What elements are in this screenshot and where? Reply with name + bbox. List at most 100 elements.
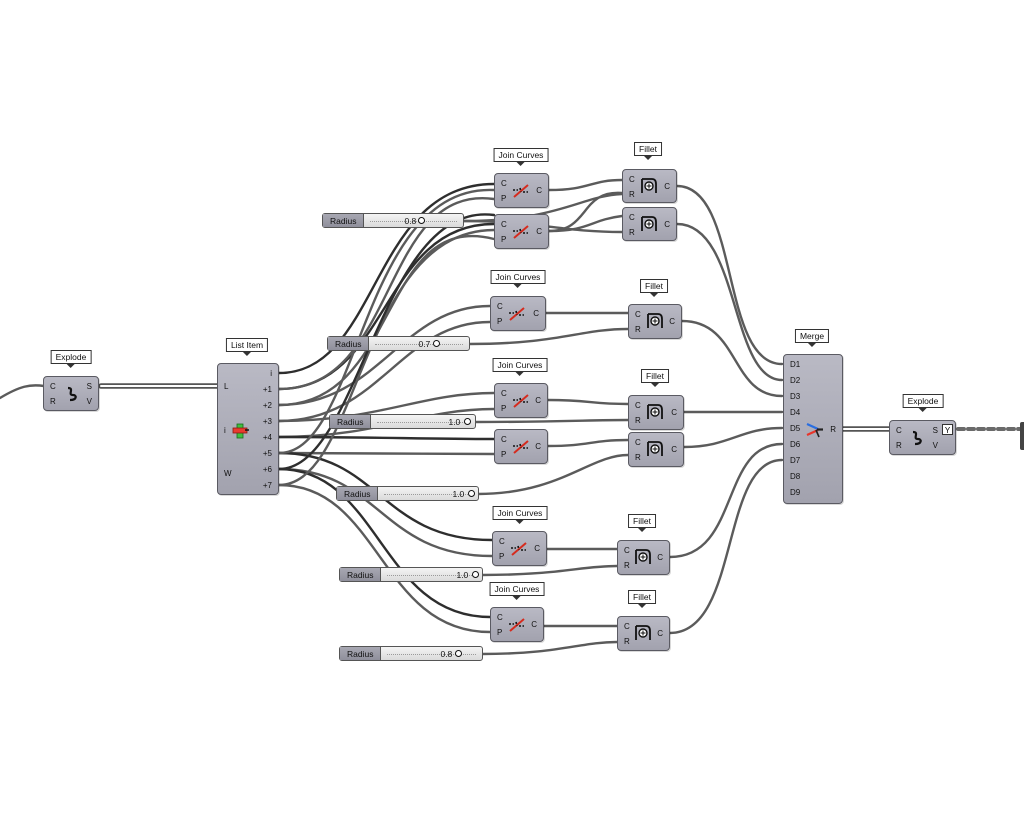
port-plus5-output[interactable]: +5 bbox=[262, 449, 272, 458]
port-d9-input[interactable]: D9 bbox=[790, 488, 801, 497]
radius-slider-2[interactable]: Radius 0.7 bbox=[327, 336, 470, 351]
port-curve-output[interactable]: C bbox=[671, 445, 677, 454]
slider-track[interactable]: 1.0 bbox=[381, 568, 482, 581]
slider-track[interactable]: 0.8 bbox=[364, 214, 463, 227]
port-plus2-output[interactable]: +2 bbox=[262, 401, 272, 410]
port-curves-output[interactable]: C bbox=[533, 309, 539, 318]
join-curves-component-4[interactable]: C P C bbox=[494, 383, 548, 418]
join-curves-component-7[interactable]: C P C bbox=[490, 607, 544, 642]
port-preserve-input[interactable]: P bbox=[501, 404, 507, 413]
port-preserve-input[interactable]: P bbox=[497, 628, 503, 637]
port-curve-input[interactable]: C bbox=[896, 426, 902, 435]
flatten-toggle[interactable]: Y bbox=[942, 424, 953, 435]
explode-right-component[interactable]: C R S V Y bbox=[889, 420, 956, 455]
slider-track[interactable]: 0.8 bbox=[381, 647, 482, 660]
port-curve-output[interactable]: C bbox=[657, 553, 663, 562]
port-d1-input[interactable]: D1 bbox=[790, 360, 801, 369]
radius-slider-3[interactable]: Radius 1.0 bbox=[329, 414, 476, 429]
slider-track[interactable]: 0.7 bbox=[369, 337, 469, 350]
port-curves-output[interactable]: C bbox=[534, 544, 540, 553]
port-preserve-input[interactable]: P bbox=[501, 235, 507, 244]
port-curves-input[interactable]: C bbox=[497, 613, 503, 622]
port-plus3-output[interactable]: +3 bbox=[262, 417, 272, 426]
port-segments-output[interactable]: S bbox=[932, 426, 938, 435]
port-vertices-output[interactable]: V bbox=[86, 397, 92, 406]
slider-knob[interactable] bbox=[468, 490, 476, 497]
port-curve-output[interactable]: C bbox=[671, 408, 677, 417]
port-curves-input[interactable]: C bbox=[501, 389, 507, 398]
port-preserve-input[interactable]: P bbox=[501, 194, 507, 203]
port-curve-output[interactable]: C bbox=[664, 220, 670, 229]
port-radius-input[interactable]: R bbox=[635, 453, 641, 462]
fillet-component-1[interactable]: C R C bbox=[622, 169, 677, 203]
port-preserve-input[interactable]: P bbox=[499, 552, 505, 561]
join-curves-component-2[interactable]: C P C bbox=[494, 214, 549, 249]
fillet-component-2[interactable]: C R C bbox=[622, 207, 677, 241]
port-curves-input[interactable]: C bbox=[501, 435, 507, 444]
explode-left-component[interactable]: C R S V bbox=[43, 376, 99, 411]
join-curves-component-5[interactable]: C P C bbox=[494, 429, 548, 464]
port-segments-output[interactable]: S bbox=[86, 382, 92, 391]
fillet-component-6[interactable]: C R C bbox=[617, 540, 670, 575]
port-curve-output[interactable]: C bbox=[664, 182, 670, 191]
port-curves-output[interactable]: C bbox=[536, 227, 542, 236]
offscreen-component-edge[interactable] bbox=[1020, 422, 1024, 450]
merge-component[interactable]: D1 D2 D3 D4 D5 D6 D7 D8 D9 R bbox=[783, 354, 843, 504]
port-curve-input[interactable]: C bbox=[624, 546, 630, 555]
fillet-component-3[interactable]: C R C bbox=[628, 304, 682, 339]
port-d4-input[interactable]: D4 bbox=[790, 408, 801, 417]
port-curves-output[interactable]: C bbox=[536, 186, 542, 195]
port-curves-input[interactable]: C bbox=[501, 220, 507, 229]
port-d7-input[interactable]: D7 bbox=[790, 456, 801, 465]
port-plus6-output[interactable]: +6 bbox=[262, 465, 272, 474]
fillet-component-4[interactable]: C R C bbox=[628, 395, 684, 430]
port-curves-input[interactable]: C bbox=[499, 537, 505, 546]
port-d2-input[interactable]: D2 bbox=[790, 376, 801, 385]
port-radius-input[interactable]: R bbox=[629, 228, 635, 237]
port-list-input[interactable]: L bbox=[224, 382, 229, 391]
port-curve-output[interactable]: C bbox=[669, 317, 675, 326]
port-curves-input[interactable]: C bbox=[501, 179, 507, 188]
fillet-component-5[interactable]: C R C bbox=[628, 432, 684, 467]
slider-knob[interactable] bbox=[464, 418, 472, 425]
port-curve-input[interactable]: C bbox=[629, 213, 635, 222]
port-radius-input[interactable]: R bbox=[629, 190, 635, 199]
port-vertices-output[interactable]: V bbox=[932, 441, 938, 450]
slider-knob[interactable] bbox=[418, 217, 426, 224]
port-curve-input[interactable]: C bbox=[50, 382, 56, 391]
port-curve-input[interactable]: C bbox=[629, 175, 635, 184]
port-preserve-input[interactable]: P bbox=[497, 317, 503, 326]
port-curves-output[interactable]: C bbox=[535, 442, 541, 451]
port-curve-input[interactable]: C bbox=[635, 438, 641, 447]
port-d5-input[interactable]: D5 bbox=[790, 424, 801, 433]
port-radius-input[interactable]: R bbox=[635, 325, 641, 334]
radius-slider-5[interactable]: Radius 1.0 bbox=[339, 567, 483, 582]
port-index-input[interactable]: i bbox=[224, 426, 226, 435]
port-radius-input[interactable]: R bbox=[635, 416, 641, 425]
slider-track[interactable]: 1.0 bbox=[371, 415, 475, 428]
port-curve-input[interactable]: C bbox=[635, 310, 641, 319]
port-d3-input[interactable]: D3 bbox=[790, 392, 801, 401]
join-curves-component-1[interactable]: C P C bbox=[494, 173, 549, 208]
port-d6-input[interactable]: D6 bbox=[790, 440, 801, 449]
port-plus4-output[interactable]: +4 bbox=[262, 433, 272, 442]
join-curves-component-3[interactable]: C P C bbox=[490, 296, 546, 331]
port-curves-output[interactable]: C bbox=[535, 396, 541, 405]
join-curves-component-6[interactable]: C P C bbox=[492, 531, 547, 566]
port-result-output[interactable]: R bbox=[830, 425, 836, 434]
port-curve-output[interactable]: C bbox=[657, 629, 663, 638]
port-curves-output[interactable]: C bbox=[531, 620, 537, 629]
port-curves-input[interactable]: C bbox=[497, 302, 503, 311]
port-curve-input[interactable]: C bbox=[635, 401, 641, 410]
port-item-output[interactable]: i bbox=[270, 369, 272, 378]
port-radius-input[interactable]: R bbox=[624, 561, 630, 570]
port-preserve-input[interactable]: P bbox=[501, 450, 507, 459]
port-plus1-output[interactable]: +1 bbox=[262, 385, 272, 394]
port-wrap-input[interactable]: W bbox=[224, 469, 232, 478]
port-d8-input[interactable]: D8 bbox=[790, 472, 801, 481]
list-item-component[interactable]: L i W i +1 +2 +3 +4 +5 +6 +7 bbox=[217, 363, 279, 495]
slider-knob[interactable] bbox=[433, 340, 441, 347]
port-recursive-input[interactable]: R bbox=[50, 397, 56, 406]
radius-slider-1[interactable]: Radius 0.8 bbox=[322, 213, 464, 228]
fillet-component-7[interactable]: C R C bbox=[617, 616, 670, 651]
